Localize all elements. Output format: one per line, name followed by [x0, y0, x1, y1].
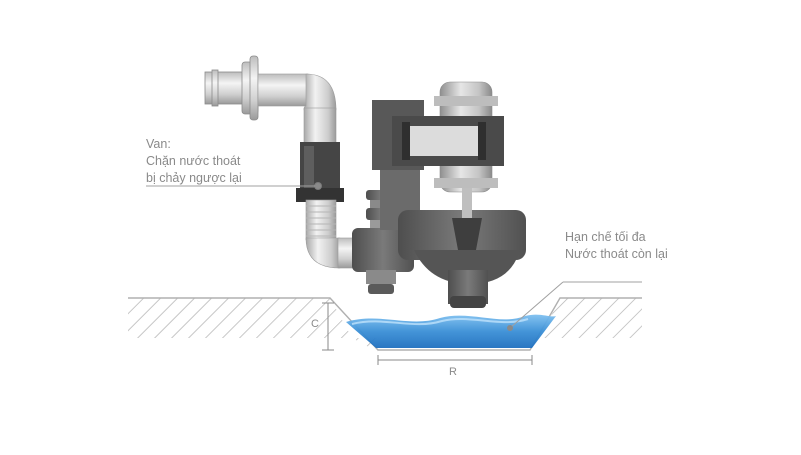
water-callout-line-1: Hạn chế tối đa	[565, 230, 646, 244]
water-callout: Hạn chế tối đa Nước thoát còn lại	[565, 229, 668, 263]
leader-lines	[146, 183, 642, 331]
outlet-pipe	[204, 55, 337, 145]
ground-hatch	[128, 297, 642, 352]
dimension-c-label: C	[311, 318, 319, 330]
dimension-r-label: R	[449, 366, 457, 378]
pump-motor	[392, 81, 504, 250]
valve-callout-line-2: Chặn nước thoát	[146, 154, 241, 168]
water-callout-line-2: Nước thoát còn lại	[565, 247, 668, 261]
check-valve	[296, 142, 344, 202]
valve-callout-line-1: Van:	[146, 137, 171, 151]
dimension-r	[377, 355, 533, 365]
dimension-c	[322, 302, 334, 351]
valve-callout-line-3: bị chảy ngược lại	[146, 171, 242, 185]
valve-callout: Van: Chặn nước thoát bị chảy ngược lại	[146, 136, 242, 187]
